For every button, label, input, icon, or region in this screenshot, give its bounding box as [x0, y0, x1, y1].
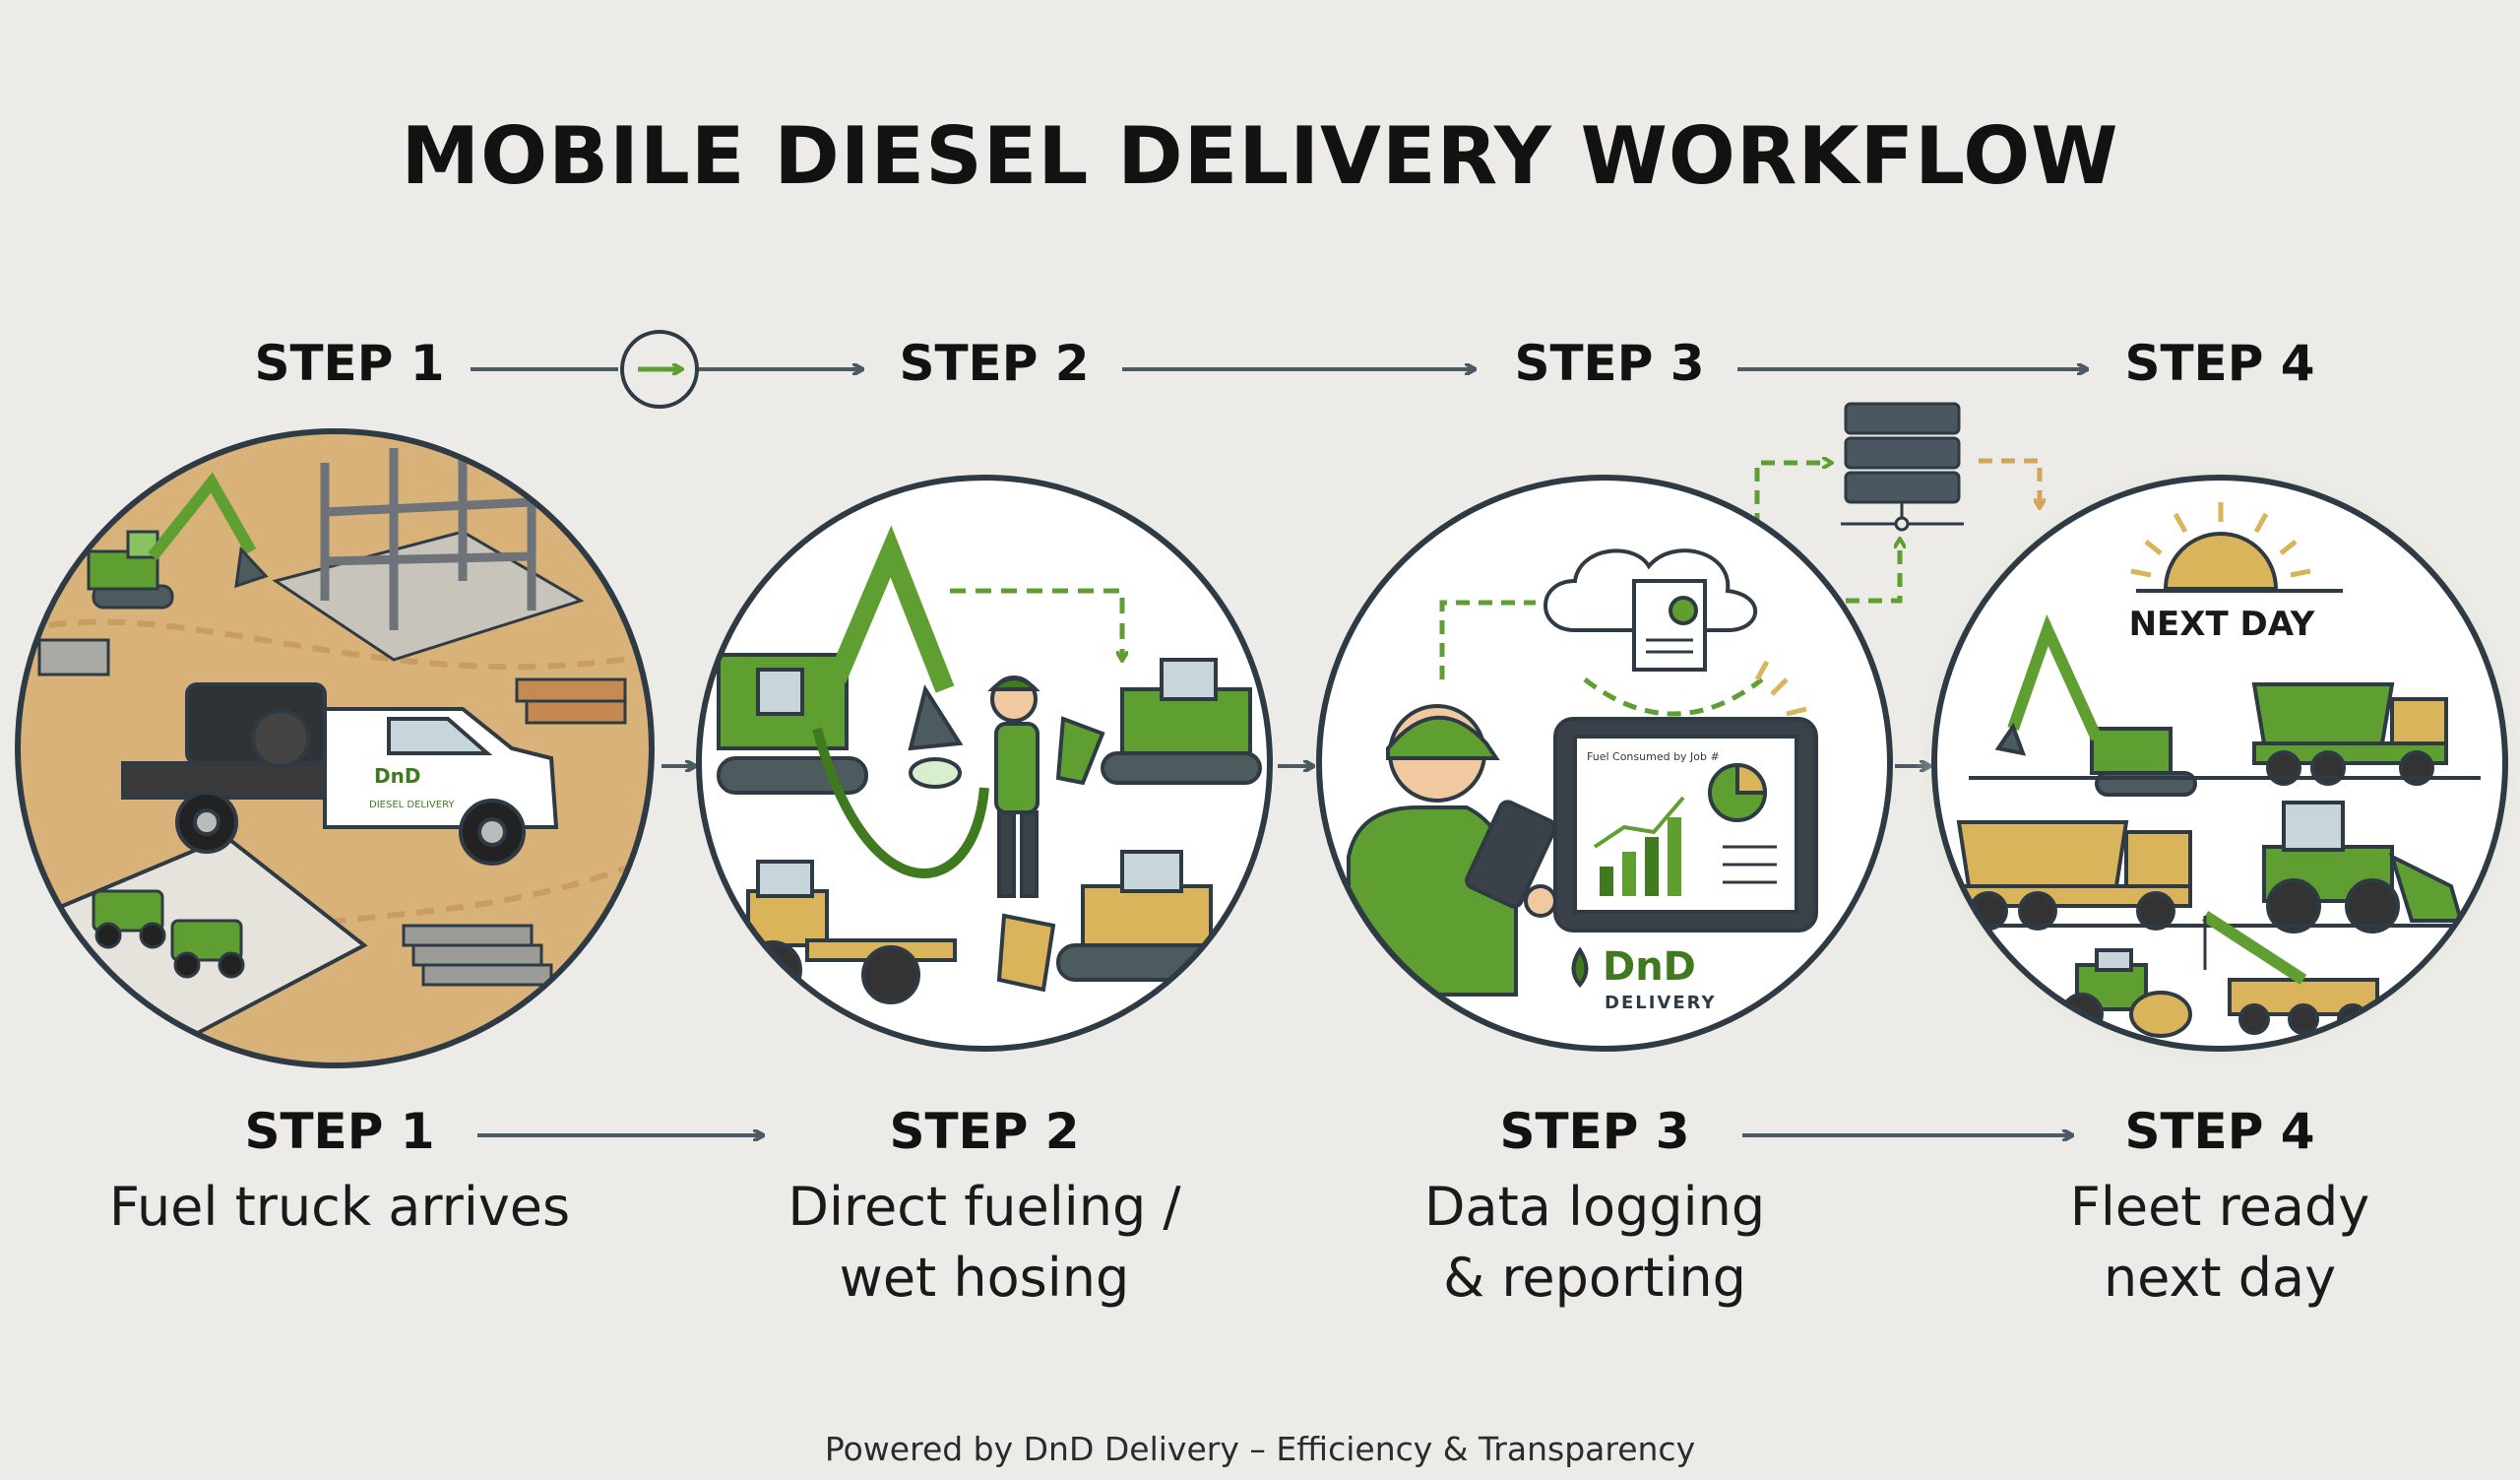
step-1-illustration: DnD DIESEL DELIVERY [15, 428, 655, 1068]
step-1-description-line: Fuel truck arrives [108, 1176, 571, 1238]
bulldozer-icon [1055, 658, 1262, 786]
step-3-top-label: STEP 3 [1514, 335, 1705, 392]
fuel-truck-icon: DnD DIESEL DELIVERY [121, 682, 559, 866]
brand-logo: DnD DELIVERY [1571, 944, 1717, 1013]
delivery-dashed-arrow [1979, 458, 2040, 507]
step-2-description-line: wet hosing [839, 1247, 1130, 1309]
top-flow-arrows [471, 330, 2087, 409]
flow-dashed-arrow [1583, 677, 1764, 717]
footer-text: Powered by DnD Delivery – Efficiency & T… [824, 1430, 1696, 1468]
upload-dashed-arrow [1846, 540, 1900, 604]
step-4-illustration: NEXT DAY [1913, 456, 2520, 1070]
materials-icon [37, 638, 627, 987]
step-1-bottom-label: STEP 1 [244, 1103, 435, 1160]
truck-door-text: DIESEL DELIVERY [369, 800, 455, 810]
step-3-bottom-label: STEP 3 [1499, 1103, 1690, 1160]
truck-logo-text: DnD [374, 764, 420, 788]
step-2-top-label: STEP 2 [899, 335, 1090, 392]
step-3-description-line: & reporting [1443, 1247, 1746, 1309]
fuel-hose-icon [812, 727, 989, 878]
loader-icon [2262, 801, 2464, 933]
excavator-icon [87, 472, 269, 610]
next-day-label: NEXT DAY [2129, 605, 2315, 644]
step-2-bottom-label: STEP 2 [889, 1103, 1080, 1160]
step-2-illustration [696, 475, 1273, 1052]
worker-icon [987, 676, 1040, 898]
tablet-icon: Fuel Consumed by Job # [1553, 717, 1818, 933]
step-2-description: Direct fueling / wet hosing [709, 1172, 1260, 1314]
step-3-description: Data logging & reporting [1319, 1172, 1870, 1314]
page-title: MOBILE DIESEL DELIVERY WORKFLOW [401, 110, 2119, 202]
tablet-heading: Fuel Consumed by Job # [1587, 750, 1720, 763]
step-4-description-line: Fleet ready [2069, 1176, 2370, 1238]
step-3-illustration: Fuel Consumed by Job # [1316, 475, 1893, 1052]
brand-logo-subtitle: DELIVERY [1605, 993, 1717, 1013]
step-2-description-line: Direct fueling / [788, 1176, 1181, 1238]
server-icon [1841, 402, 1964, 532]
step-4-top-label: STEP 4 [2124, 335, 2315, 392]
flow-dashed-arrow [1439, 600, 1536, 679]
step-4-bottom-label: STEP 4 [2124, 1103, 2315, 1160]
document-icon [1632, 579, 1707, 672]
step-1-top-label: STEP 1 [254, 335, 445, 392]
flow-dashed-arrow [950, 588, 1122, 660]
sun-icon [2130, 502, 2343, 593]
building-frame-icon [272, 438, 585, 662]
step-4-description: Fleet ready next day [1944, 1172, 2495, 1314]
upload-dashed-arrow [1754, 463, 1831, 527]
step-4-description-line: next day [2103, 1247, 2337, 1309]
notification-rays-icon [1754, 660, 1807, 717]
step-3-description-line: Data logging [1423, 1176, 1766, 1238]
brand-logo-name: DnD [1603, 944, 1696, 990]
utility-vehicle-icon [92, 889, 245, 979]
step-1-description: Fuel truck arrives [64, 1172, 615, 1243]
